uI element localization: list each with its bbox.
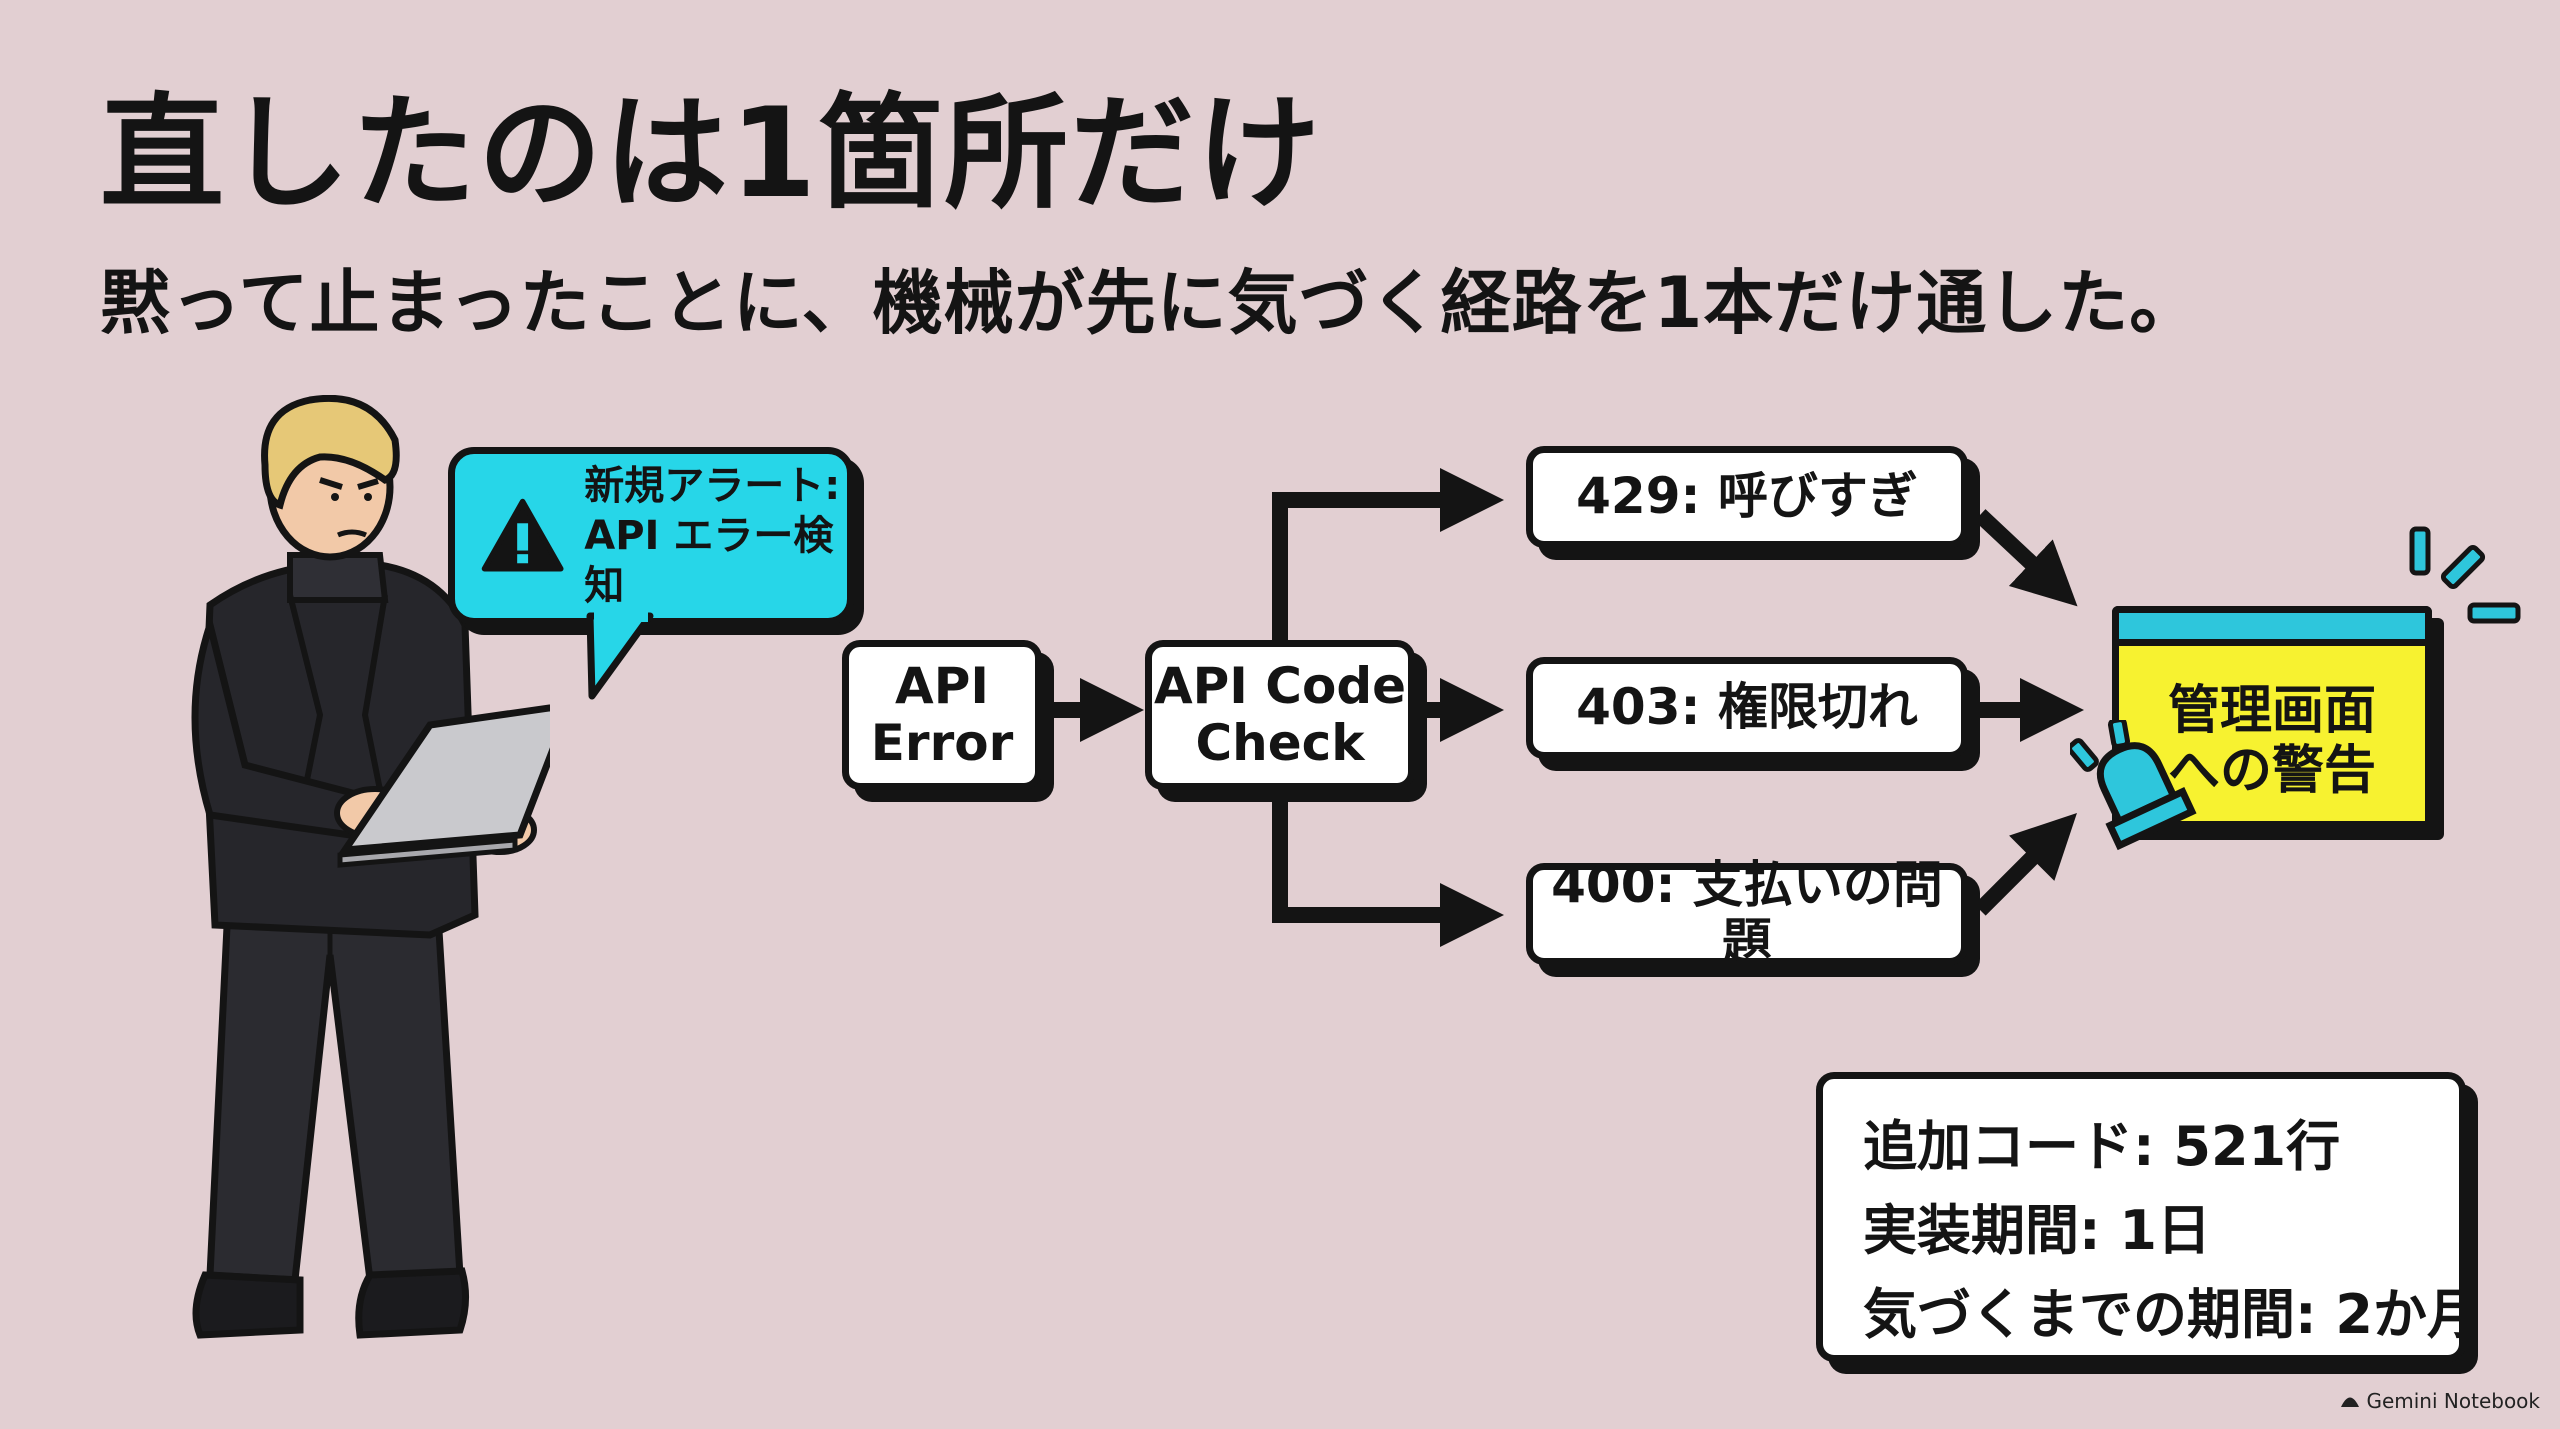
warning-line-1: 管理画面 [2167,681,2376,742]
api-error-line-1: API [895,656,989,715]
bubble-line-1: 新規アラート: [584,463,841,509]
warning-panel-header [2112,606,2432,646]
stat-implementation-period: 実装期間: 1日 [1863,1199,2211,1262]
footer-text: Gemini Notebook [2366,1389,2540,1413]
arrow-check-to-400 [1272,780,1504,947]
code-400-node: 400: 支払いの問題 [1526,856,1968,971]
gemini-notebook-watermark: Gemini Notebook [2340,1389,2540,1413]
api-error-line-2: Error [870,714,1014,772]
code-403-node: 403: 権限切れ [1526,657,1968,759]
bubble-line-2: API エラー検知 [584,513,834,609]
warning-line-2: への警告 [2167,741,2376,801]
page-subtitle: 黙って止まったことに、機械が先に気づく経路を1本だけ通した。 [100,262,2201,344]
stat-time-to-notice: 気づくまでの期間: 2か月 [1863,1283,2481,1346]
page-title: 直したのは1箇所だけ [100,82,1323,226]
stat-added-code: 追加コード: 521行 [1863,1115,2341,1178]
api-check-line-2: Check [1195,714,1365,772]
bubble-tail [586,612,654,700]
code-429-node: 429: 呼びすぎ [1526,446,1968,548]
api-check-line-1: API Code [1153,656,1407,715]
arrow-400-to-warning [1974,813,2077,916]
alert-burst-lines [2409,526,2521,624]
warning-triangle-icon [481,498,564,572]
notebook-logo-icon [2341,1397,2360,1407]
stats-panel: 追加コード: 521行 実装期間: 1日 気づくまでの期間: 2か月 [1816,1072,2481,1362]
developer-illustration [191,395,550,1339]
siren-icon [2070,720,2197,851]
alert-speech-bubble: 新規アラート: API エラー検知 [448,447,854,625]
arrow-check-to-429 [1272,468,1504,640]
arrow-429-to-warning [1974,509,2078,607]
